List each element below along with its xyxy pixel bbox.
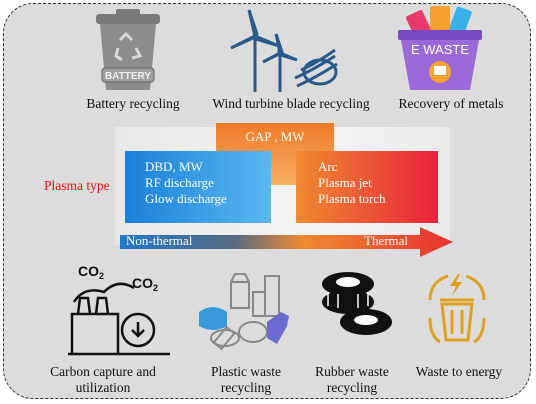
ewaste-label: E WASTE	[411, 42, 469, 57]
non-thermal-line: RF discharge	[145, 175, 214, 190]
battery-label: BATTERY	[105, 71, 151, 82]
thermal-line: Plasma jet	[318, 175, 372, 190]
svg-text:CO2: CO2	[132, 275, 158, 293]
plasma-type-label: Plasma type	[44, 178, 110, 193]
bottom-label-line: Waste to energy	[415, 364, 503, 379]
waste-energy-icon	[428, 274, 486, 344]
thermal-line: Plasma torch	[318, 191, 386, 206]
arrow-left-label: Non-thermal	[126, 233, 193, 248]
carbon-capture-icon: CO2 CO2	[68, 263, 170, 356]
ewaste-bin-icon: E WASTE	[398, 6, 482, 90]
temperature-arrow	[120, 227, 453, 257]
rubber-tires-icon	[322, 272, 392, 335]
top-label-metals: Recovery of metals	[398, 96, 504, 111]
bottom-label-energy: Waste to energy	[404, 364, 514, 380]
battery-bin-icon: BATTERY	[96, 9, 160, 90]
bottom-label-line: Rubber waste	[315, 364, 389, 379]
svg-text:CO2: CO2	[78, 263, 104, 281]
bottom-label-plastic: Plastic waste recycling	[196, 364, 296, 396]
bottom-label-rubber: Rubber waste recycling	[302, 364, 402, 396]
bottom-label-carbon: Carbon capture and utilization	[28, 364, 178, 396]
plastic-waste-icon	[199, 273, 289, 351]
wind-turbine-icon	[230, 9, 338, 92]
bottom-label-line: recycling	[220, 380, 272, 395]
gap-text: GAP , MW	[245, 129, 305, 144]
thermal-line: Arc	[318, 159, 338, 174]
top-label-wind: Wind turbine blade recycling	[212, 96, 370, 111]
arrow-right-label: Thermal	[364, 233, 409, 248]
bottom-label-line: utilization	[75, 380, 131, 395]
non-thermal-line: DBD, MW	[145, 159, 203, 174]
non-thermal-box: DBD, MW RF discharge Glow discharge	[125, 151, 271, 223]
top-label-battery: Battery recycling	[86, 96, 180, 111]
bottom-label-line: recycling	[326, 380, 378, 395]
bottom-label-line: Plastic waste	[210, 364, 282, 379]
thermal-box: Arc Plasma jet Plasma torch	[296, 151, 438, 223]
non-thermal-line: Glow discharge	[145, 191, 227, 206]
bottom-label-line: Carbon capture and	[50, 364, 156, 379]
